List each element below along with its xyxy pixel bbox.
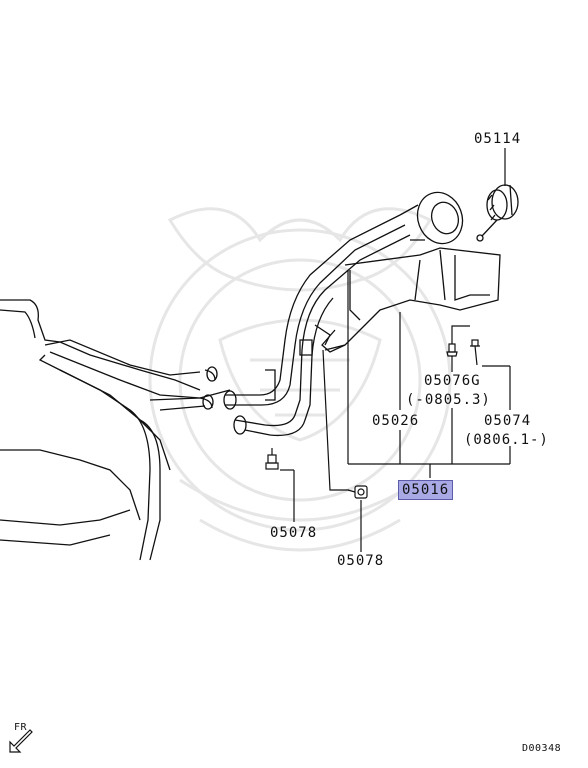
part-range-05076g: (-0805.3) bbox=[406, 392, 491, 408]
part-label-05078-right[interactable]: 05078 bbox=[337, 553, 385, 569]
fuel-cap-icon bbox=[476, 184, 519, 242]
screw-05074-icon bbox=[470, 339, 480, 366]
filler-neck-mouth bbox=[399, 191, 464, 245]
part-label-05026[interactable]: 05026 bbox=[372, 413, 420, 429]
bolt-left-icon bbox=[265, 448, 279, 470]
part-label-05078-left[interactable]: 05078 bbox=[270, 525, 318, 541]
part-label-05074[interactable]: 05074 bbox=[484, 413, 532, 429]
part-label-05076g[interactable]: 05076G bbox=[424, 373, 481, 389]
filler-neck-housing bbox=[321, 247, 501, 353]
bolt-right-icon bbox=[347, 485, 368, 499]
arrow-down-left-icon bbox=[9, 729, 33, 753]
part-label-05016-highlighted[interactable]: 05016 bbox=[398, 480, 454, 500]
diagram-code: D00348 bbox=[522, 743, 562, 754]
part-label-05114[interactable]: 05114 bbox=[474, 131, 522, 147]
samurai-watermark-icon bbox=[148, 207, 452, 552]
orientation-label: FR bbox=[14, 722, 28, 733]
part-range-05074: (0806.1-) bbox=[464, 432, 549, 448]
filler-hose-pipes bbox=[199, 214, 411, 437]
leader-lines bbox=[280, 148, 511, 552]
vehicle-body-outline bbox=[0, 299, 231, 561]
